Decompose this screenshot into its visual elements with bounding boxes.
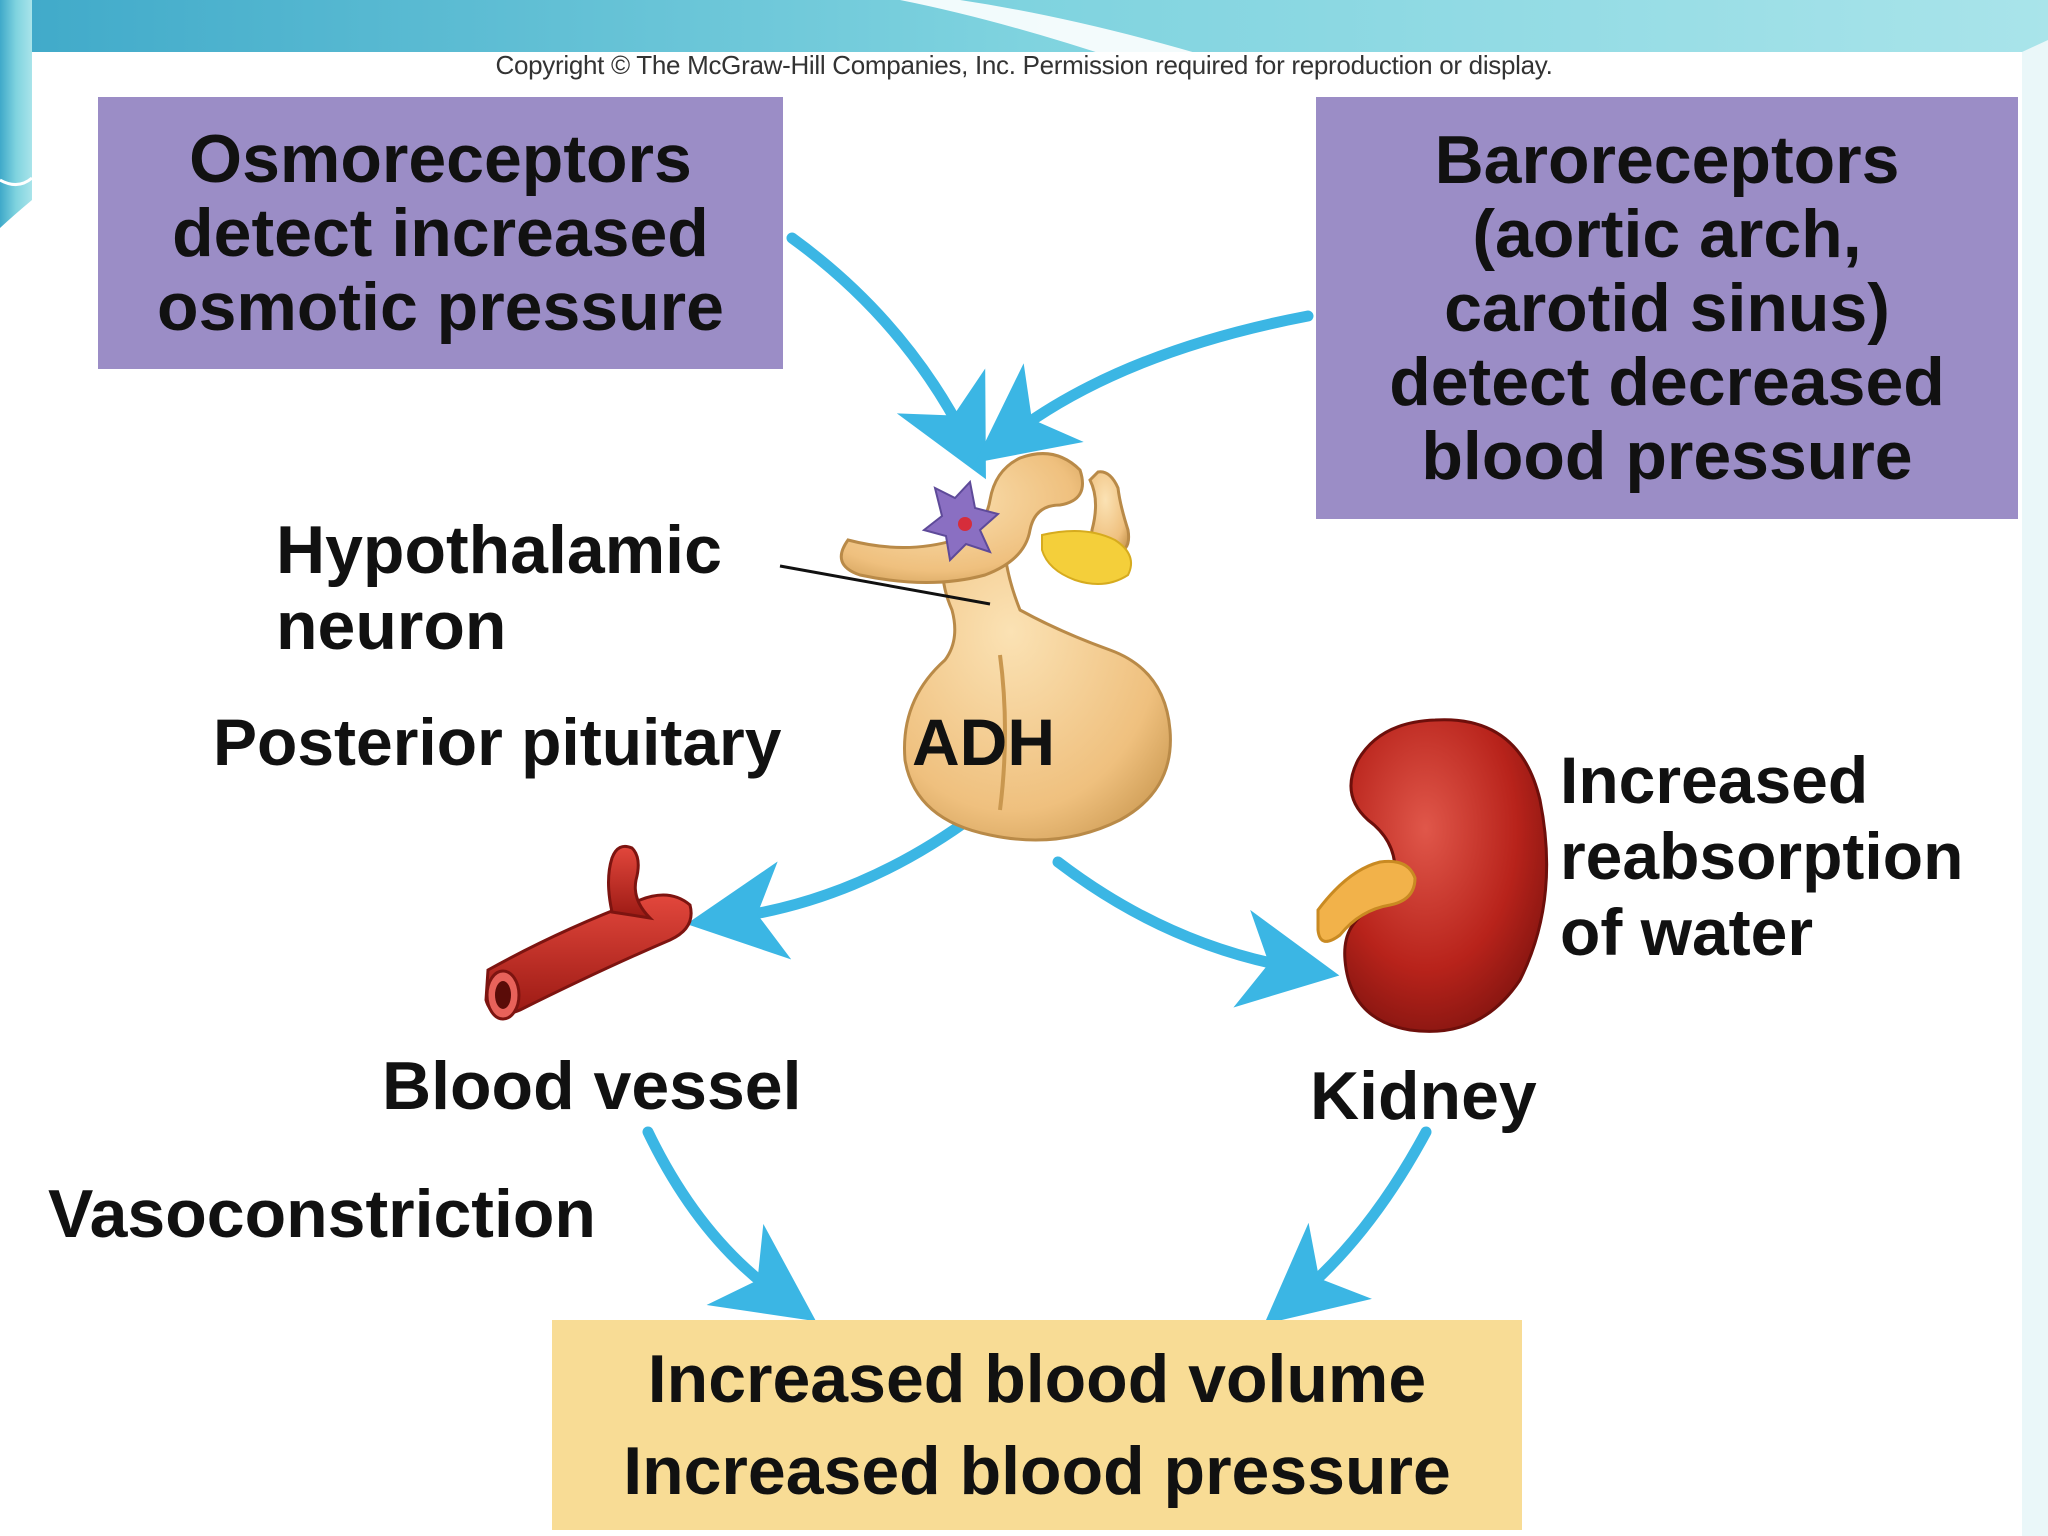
hypothalamic-neuron-label: Hypothalamic neuron <box>276 512 722 664</box>
hypothalamic-line: neuron <box>276 588 507 664</box>
baroreceptors-box: Baroreceptors (aortic arch, carotid sinu… <box>1316 97 2018 519</box>
kidney-effect-line: Increased <box>1560 743 1869 817</box>
baroreceptors-line: Baroreceptors <box>1434 122 1900 198</box>
kidney-effect-line: reabsorption <box>1560 819 1964 893</box>
blood-vessel-label: Blood vessel <box>382 1048 802 1124</box>
arrow-pituitary-to-blood-vessel <box>686 809 981 960</box>
arrow-baroreceptors-to-hypothalamus <box>975 310 1314 463</box>
result-box: Increased blood volume Increased blood p… <box>552 1320 1522 1530</box>
left-edge-accent <box>0 0 32 228</box>
osmoreceptors-line: detect increased <box>172 195 709 271</box>
osmoreceptors-line: Osmoreceptors <box>189 121 692 197</box>
baroreceptors-line: (aortic arch, <box>1472 196 1862 272</box>
blood-vessel-illustration <box>484 844 693 1021</box>
baroreceptors-line: blood pressure <box>1421 418 1913 494</box>
baroreceptors-line: carotid sinus) <box>1444 270 1890 346</box>
kidney-label: Kidney <box>1310 1058 1537 1134</box>
copyright-notice: Copyright © The McGraw-Hill Companies, I… <box>495 50 1553 80</box>
hypothalamic-leader-line <box>779 564 991 606</box>
hypothalamic-line: Hypothalamic <box>276 512 722 588</box>
arrow-blood-vessel-to-result <box>642 1126 817 1322</box>
arrow-osmoreceptors-to-hypothalamus <box>786 232 986 480</box>
banner-swoosh <box>900 0 1220 60</box>
arrow-pituitary-to-kidney <box>1052 856 1340 1008</box>
osmoreceptors-box: Osmoreceptors detect increased osmotic p… <box>98 97 783 369</box>
vasoconstriction-label: Vasoconstriction <box>48 1176 596 1252</box>
pituitary-illustration <box>839 452 1172 842</box>
left-edge-curve <box>0 176 33 186</box>
osmoreceptors-line: osmotic pressure <box>157 269 724 345</box>
result-line: Increased blood pressure <box>623 1433 1451 1509</box>
kidney-illustration <box>1316 718 1549 1033</box>
posterior-pituitary-label: Posterior pituitary <box>213 705 782 779</box>
kidney-effect-label: Increased reabsorption of water <box>1560 742 1963 970</box>
arrow-kidney-to-result <box>1264 1126 1432 1325</box>
adh-label: ADH <box>912 705 1055 779</box>
kidney-effect-line: of water <box>1560 895 1814 969</box>
result-line: Increased blood volume <box>647 1341 1427 1417</box>
baroreceptors-line: detect decreased <box>1389 344 1945 420</box>
right-edge-accent <box>2022 40 2048 1536</box>
